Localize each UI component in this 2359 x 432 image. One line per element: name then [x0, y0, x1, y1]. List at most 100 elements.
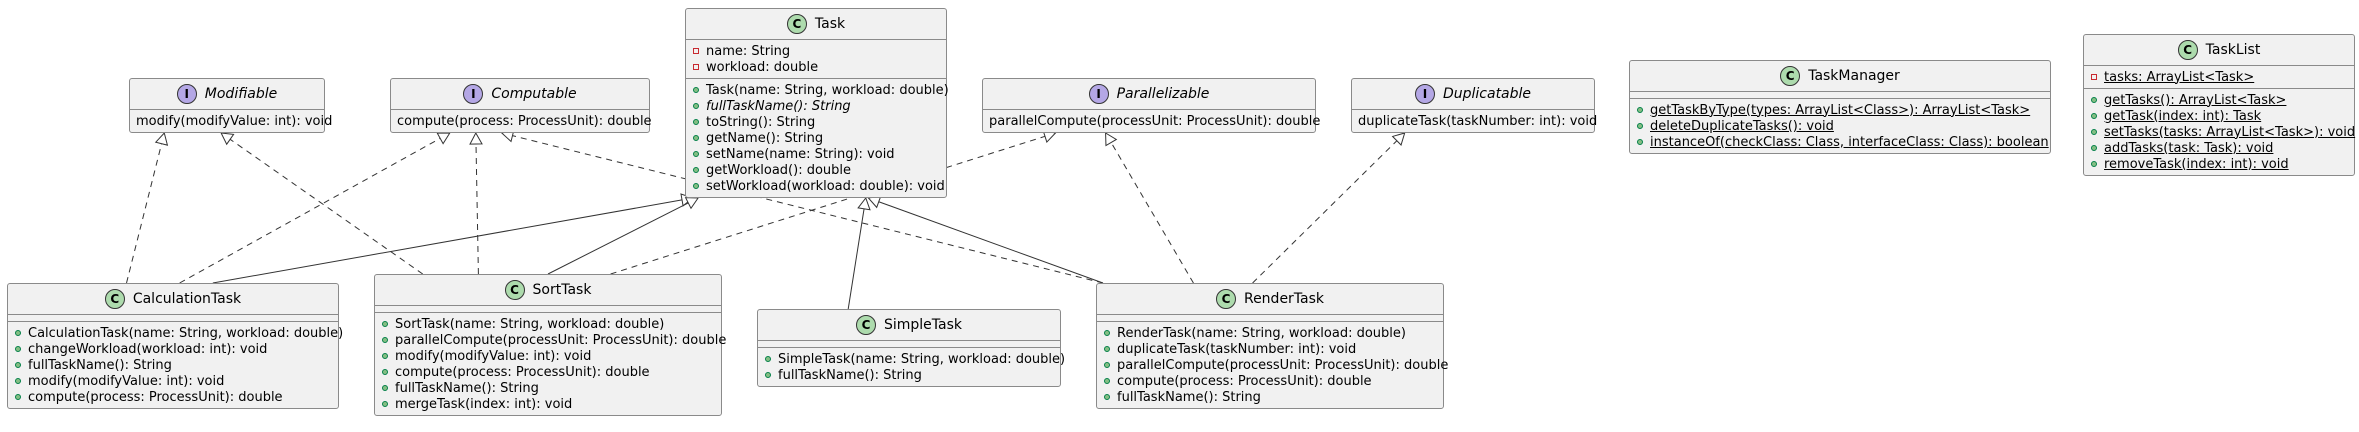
class-name: Duplicatable	[1442, 86, 1532, 102]
member-row: workload: double	[692, 59, 940, 75]
member-row: instanceOf(checkClass: Class, interfaceC…	[1636, 134, 2049, 150]
public-visibility-icon	[1636, 123, 1644, 129]
method-section: RenderTask(name: String, workload: doubl…	[1097, 322, 1448, 408]
member-row: removeTask(index: int): void	[2090, 156, 2348, 172]
method-section: getTasks(): ArrayList<Task>getTask(index…	[2084, 89, 2356, 175]
member-text: parallelCompute(processUnit: ProcessUnit…	[395, 332, 727, 348]
member-text: compute(process: ProcessUnit): double	[397, 113, 652, 129]
class-badge-icon: C	[786, 14, 807, 34]
member-row: toString(): String	[692, 114, 940, 130]
arrowhead-triangle-icon	[154, 131, 169, 146]
member-text: fullTaskName(): String	[1117, 389, 1261, 405]
member-row: compute(process: ProcessUnit): double	[397, 113, 652, 129]
relation-extends-rendertask-task	[878, 201, 1104, 284]
public-visibility-icon	[692, 119, 700, 125]
field-section	[8, 315, 338, 322]
relation-implements-sorttask-computable	[475, 143, 479, 275]
member-text: deleteDuplicateTasks(): void	[1650, 118, 1834, 134]
method-section: CalculationTask(name: String, workload: …	[8, 322, 343, 408]
class-badge-icon: C	[104, 289, 125, 309]
class-name: Task	[814, 16, 846, 32]
member-row: duplicateTask(taskNumber: int): void	[1103, 341, 1437, 357]
member-row: name: String	[692, 43, 940, 59]
member-text: compute(process: ProcessUnit): double	[395, 364, 650, 380]
class-badge-icon: C	[2177, 40, 2198, 60]
public-visibility-icon	[764, 356, 772, 362]
member-text: mergeTask(index: int): void	[395, 396, 573, 412]
class-badge-icon: C	[1215, 289, 1236, 309]
member-text: fullTaskName(): String	[395, 380, 539, 396]
member-text: setWorkload(workload: double): void	[706, 178, 945, 194]
method-section: getTaskByType(types: ArrayList<Class>): …	[1630, 99, 2050, 153]
class-taskmanager[interactable]: C TaskManager getTaskByType(types: ArrayLi…	[1629, 60, 2051, 154]
class-header: C RenderTask	[1097, 284, 1443, 315]
public-visibility-icon	[381, 401, 389, 407]
member-text: modify(modifyValue: int): void	[136, 113, 333, 129]
interface-badge-icon: I	[463, 84, 484, 104]
public-visibility-icon	[14, 378, 22, 384]
member-row: duplicateTask(taskNumber: int): void	[1358, 113, 1597, 129]
relation-implements-sorttask-parallelizable	[610, 135, 1046, 275]
member-text: compute(process: ProcessUnit): double	[28, 389, 283, 405]
public-visibility-icon	[14, 394, 22, 400]
member-row: setWorkload(workload: double): void	[692, 178, 945, 194]
member-row: fullTaskName(): String	[14, 357, 332, 373]
method-section: Task(name: String, workload: double)full…	[686, 79, 949, 197]
public-visibility-icon	[764, 372, 772, 378]
relation-implements-rendertask-duplicatable	[1252, 140, 1398, 284]
member-row: SortTask(name: String, workload: double)	[381, 316, 715, 332]
class-name: RenderTask	[1243, 291, 1325, 307]
member-row: Task(name: String, workload: double)	[692, 82, 949, 98]
class-header: C Task	[686, 9, 946, 40]
public-visibility-icon	[1103, 346, 1111, 352]
arrowhead-triangle-icon	[1391, 132, 1406, 146]
member-text: getTask(index: int): Task	[2104, 108, 2262, 124]
public-visibility-icon	[1103, 394, 1111, 400]
member-text: setTasks(tasks: ArrayList<Task>): void	[2104, 124, 2356, 140]
class-name: SortTask	[532, 282, 592, 298]
class-name: Modifiable	[204, 86, 278, 102]
relation-extends-calculationtask-task	[212, 199, 683, 284]
private-visibility-icon	[692, 64, 700, 70]
member-row: modify(modifyValue: int): void	[14, 373, 332, 389]
member-row: compute(process: ProcessUnit): double	[14, 389, 332, 405]
relation-extends-simpletask-task	[847, 208, 865, 310]
member-row: changeWorkload(workload: int): void	[14, 341, 332, 357]
relation-extends-sorttask-task	[547, 202, 689, 275]
public-visibility-icon	[381, 385, 389, 391]
member-text: RenderTask(name: String, workload: doubl…	[1117, 325, 1406, 341]
member-row: getTaskByType(types: ArrayList<Class>): …	[1636, 102, 2044, 118]
member-text: addTasks(task: Task): void	[2104, 140, 2274, 156]
class-name: TaskManager	[1808, 68, 1900, 84]
member-text: workload: double	[706, 59, 819, 75]
member-text: getTasks(): ArrayList<Task>	[2104, 92, 2287, 108]
member-row: deleteDuplicateTasks(): void	[1636, 118, 2044, 134]
member-row: setName(name: String): void	[692, 146, 940, 162]
public-visibility-icon	[1636, 139, 1644, 145]
interface-badge-icon: I	[1088, 84, 1109, 104]
class-header: C TaskManager	[1630, 61, 2050, 92]
relation-implements-rendertask-computable	[512, 135, 1104, 284]
member-row: getName(): String	[692, 130, 940, 146]
class-badge-icon: C	[1780, 66, 1801, 86]
member-row: fullTaskName(): String	[381, 380, 715, 396]
class-name: SimpleTask	[883, 317, 963, 333]
arrowhead-triangle-icon	[220, 132, 235, 146]
member-row: CalculationTask(name: String, workload: …	[14, 325, 343, 341]
